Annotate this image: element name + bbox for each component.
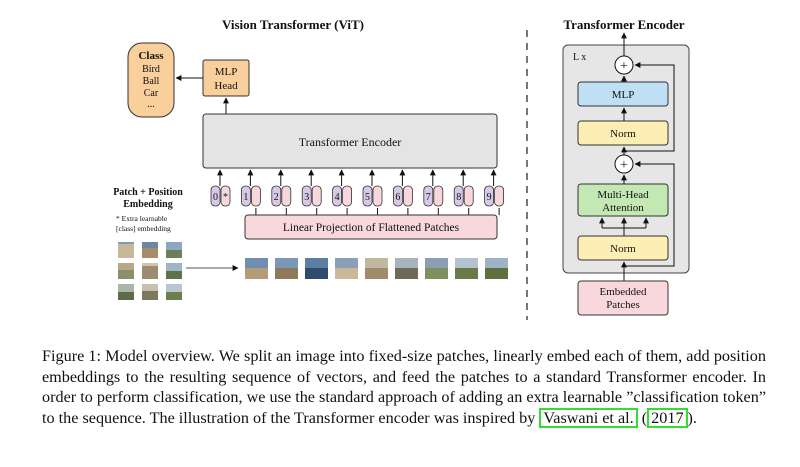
extra-learnable-note: * Extra learnable [116,214,168,223]
extra-learnable-note: [class] embedding [116,224,171,233]
patch-embedding-token [372,185,383,207]
mlp-head-label: MLP [215,66,238,78]
position-embedding-token [423,185,434,207]
embedded-patches-box [577,280,669,316]
flattened-patch-detail [425,268,448,279]
class-output-box [127,42,175,118]
patch-embedding-token [281,185,292,207]
citation-close: ). [687,408,697,427]
position-index: 4 [335,192,340,203]
patch-embedding-token [402,185,413,207]
position-embedding-token [271,185,282,207]
add-symbol: + [620,59,628,74]
embedded-patches-label: Embedded [599,286,647,298]
class-item: Bird [142,64,160,75]
position-embedding-token [332,185,343,207]
input-image-grid [118,242,182,300]
patch-embedding-token [433,185,444,207]
residual-connection-bottom [624,161,675,267]
repeat-label: L x [573,52,586,63]
norm-block-top [577,120,669,146]
position-embedding-token [240,185,251,207]
linear-projection-box [244,214,498,240]
flattened-patch-detail [395,268,418,279]
class-token-embedding [220,185,231,207]
patch-embedding-token [250,185,261,207]
flattened-patch-detail [365,268,388,279]
flattened-patch-detail [305,268,328,279]
patch-position-label: Embedding [123,199,172,210]
patch-position-label: Patch + Position [113,187,183,198]
flattened-patch-detail [245,268,268,279]
norm-label: Norm [610,128,636,140]
class-item: Ball [143,76,160,87]
position-embedding-token [210,185,221,207]
flattened-patch-detail [275,268,298,279]
mlp-label: MLP [612,89,635,101]
mha-block [577,183,669,217]
flattened-patch-detail [485,268,508,279]
residual-connection-top [624,62,675,152]
norm-block-bottom [577,235,669,261]
flattened-patch-detail [335,268,358,279]
position-index: 9 [487,192,492,203]
patch-embedding-token [311,185,322,207]
add-symbol: + [620,158,628,173]
citation-year-link[interactable]: 2017 [647,407,688,428]
flattened-patch-detail [455,268,478,279]
class-title: Class [138,50,164,62]
position-index: 5 [365,192,370,203]
position-embedding-token [392,185,403,207]
figure-caption: Figure 1: Model overview. We split an im… [42,346,766,428]
vit-title: Vision Transformer (ViT) [222,17,364,32]
caption-text: Figure 1: Model overview. We split an im… [42,347,766,427]
position-embedding-token [301,185,312,207]
position-embedding-token [453,185,464,207]
position-index: 3 [304,192,309,203]
mlp-block [577,81,669,107]
position-index: 6 [395,192,400,203]
linear-projection-label: Linear Projection of Flattened Patches [283,222,460,234]
citation-author-link[interactable]: Vaswani et al. [539,407,638,428]
embedded-patches-label: Patches [606,299,640,311]
position-index: 2 [274,192,279,203]
mlp-head-label: Head [214,80,238,92]
position-index: 7 [426,192,431,203]
position-index: 0 [213,192,218,203]
position-embedding-token [362,185,373,207]
add-node-top [614,55,634,75]
position-index: 8 [456,192,461,203]
patch-embedding-token [494,185,505,207]
patch-embedding-token [342,185,353,207]
norm-label: Norm [610,243,636,255]
position-embedding-token [484,185,495,207]
figure-diagram: Vision Transformer (ViT) Class Bird Ball… [113,17,690,320]
mha-label: Multi-Head [597,189,649,201]
class-item: Car [144,88,159,99]
position-index: 1 [243,192,248,203]
class-token-marker: * [223,192,228,203]
citation-paren: ( [641,408,648,427]
patch-embedding-token [463,185,474,207]
transformer-encoder-box [202,113,498,169]
transformer-encoder-label: Transformer Encoder [299,135,402,149]
mha-label: Attention [602,202,644,214]
encoder-detail-title: Transformer Encoder [563,17,684,32]
class-item: ... [147,99,155,110]
